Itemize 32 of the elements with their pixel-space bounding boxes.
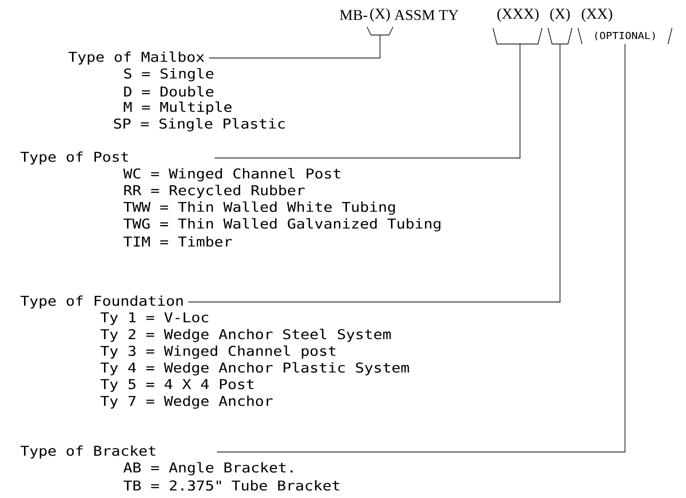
code-label: ASSM TY [394,10,458,20]
code-definition: S = Single [124,68,214,82]
code-definition: Ty 2 = Wedge Anchor Steel System [100,328,391,342]
code-field: (X) [550,8,570,22]
code-definition: M = Multiple [124,102,232,115]
category-heading: Type of Post [20,151,128,165]
code-definition: AB = Angle Bracket. [123,462,293,476]
code-label: (OPTIONAL) [595,32,655,40]
code-definition: Ty 1 = V-Loc [100,312,208,326]
leader-line [216,44,626,452]
code-definition: SP = Single Plastic [114,118,285,132]
leader-line [188,44,560,302]
code-field: (X) [370,8,390,22]
leader-line [208,34,380,58]
code-definition: TWG = Thin Walled Galvanized Tubing [124,218,440,232]
code-definition: Ty 7 = Wedge Anchor [100,396,273,409]
code-definition: TWW = Thin Walled White Tubing [124,201,395,215]
code-field: (XXX) [497,8,539,22]
code-definition: Ty 4 = Wedge Anchor Plastic System [100,362,409,376]
code-definition: TIM = Timber [124,236,232,247]
category-heading: Type of Foundation [20,295,183,309]
category-heading: Type of Mailbox [68,51,204,65]
leader-line [214,44,520,158]
code-definition: TB = 2.375" Tube Bracket [124,480,340,491]
code-definition: Ty 5 = 4 X 4 Post [100,379,254,392]
code-definition: Ty 3 = Winged Channel post [100,345,336,359]
code-label: MB- [340,10,368,20]
code-definition: RR = Recycled Rubber [124,184,305,198]
code-definition: WC = Winged Channel Post [123,168,340,182]
code-field: (XX) [582,8,612,22]
category-heading: Type of Bracket [20,445,156,459]
code-definition: D = Double [124,86,214,97]
